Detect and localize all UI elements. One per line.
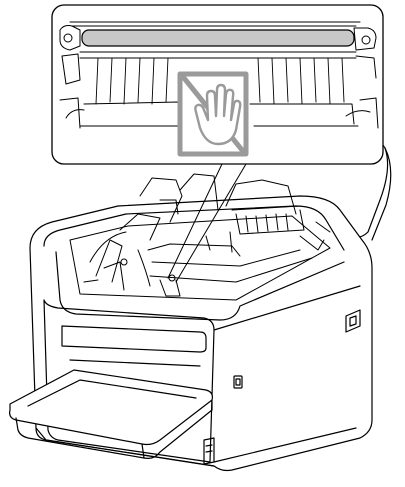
- tray-extension: [9, 369, 213, 446]
- callout-box: [51, 4, 384, 165]
- paper-tray: [9, 369, 213, 459]
- guide-ribs: [95, 57, 345, 105]
- opening-rim: [43, 205, 345, 251]
- roller-assembly: [59, 21, 379, 129]
- front-panel: [43, 299, 215, 463]
- front-connector: [233, 375, 243, 389]
- front-slot: [61, 325, 207, 353]
- transfer-roller: [81, 29, 355, 47]
- no-touch-hand-icon: [177, 71, 249, 157]
- inner-cavity: [69, 173, 331, 301]
- rear-port: [203, 437, 215, 465]
- top-cover-edge: [371, 147, 392, 241]
- side-button: [345, 309, 361, 333]
